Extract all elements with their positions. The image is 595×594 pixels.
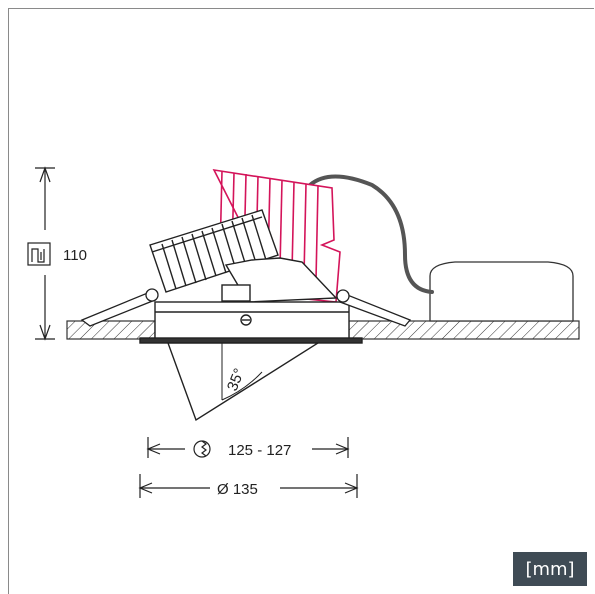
height-label: 110 <box>63 247 87 264</box>
mounting-frame <box>139 301 363 344</box>
cutout-icon <box>193 440 211 458</box>
power-cable <box>308 174 434 294</box>
drawing-frame <box>8 8 594 594</box>
diameter-dimension <box>138 474 359 498</box>
cutout-label: 125 - 127 <box>228 442 291 459</box>
driver-box <box>429 261 574 322</box>
spring-clips <box>80 288 412 327</box>
diameter-label: Ø 135 <box>217 481 258 498</box>
unit-badge: [mm] <box>513 552 587 586</box>
cutout-dimension <box>146 437 350 458</box>
height-icon <box>27 242 51 266</box>
ceiling-left <box>66 320 156 340</box>
light-cone <box>167 342 321 422</box>
ceiling-right <box>348 320 580 340</box>
luminaire-head <box>149 209 338 303</box>
height-dimension <box>35 166 55 341</box>
